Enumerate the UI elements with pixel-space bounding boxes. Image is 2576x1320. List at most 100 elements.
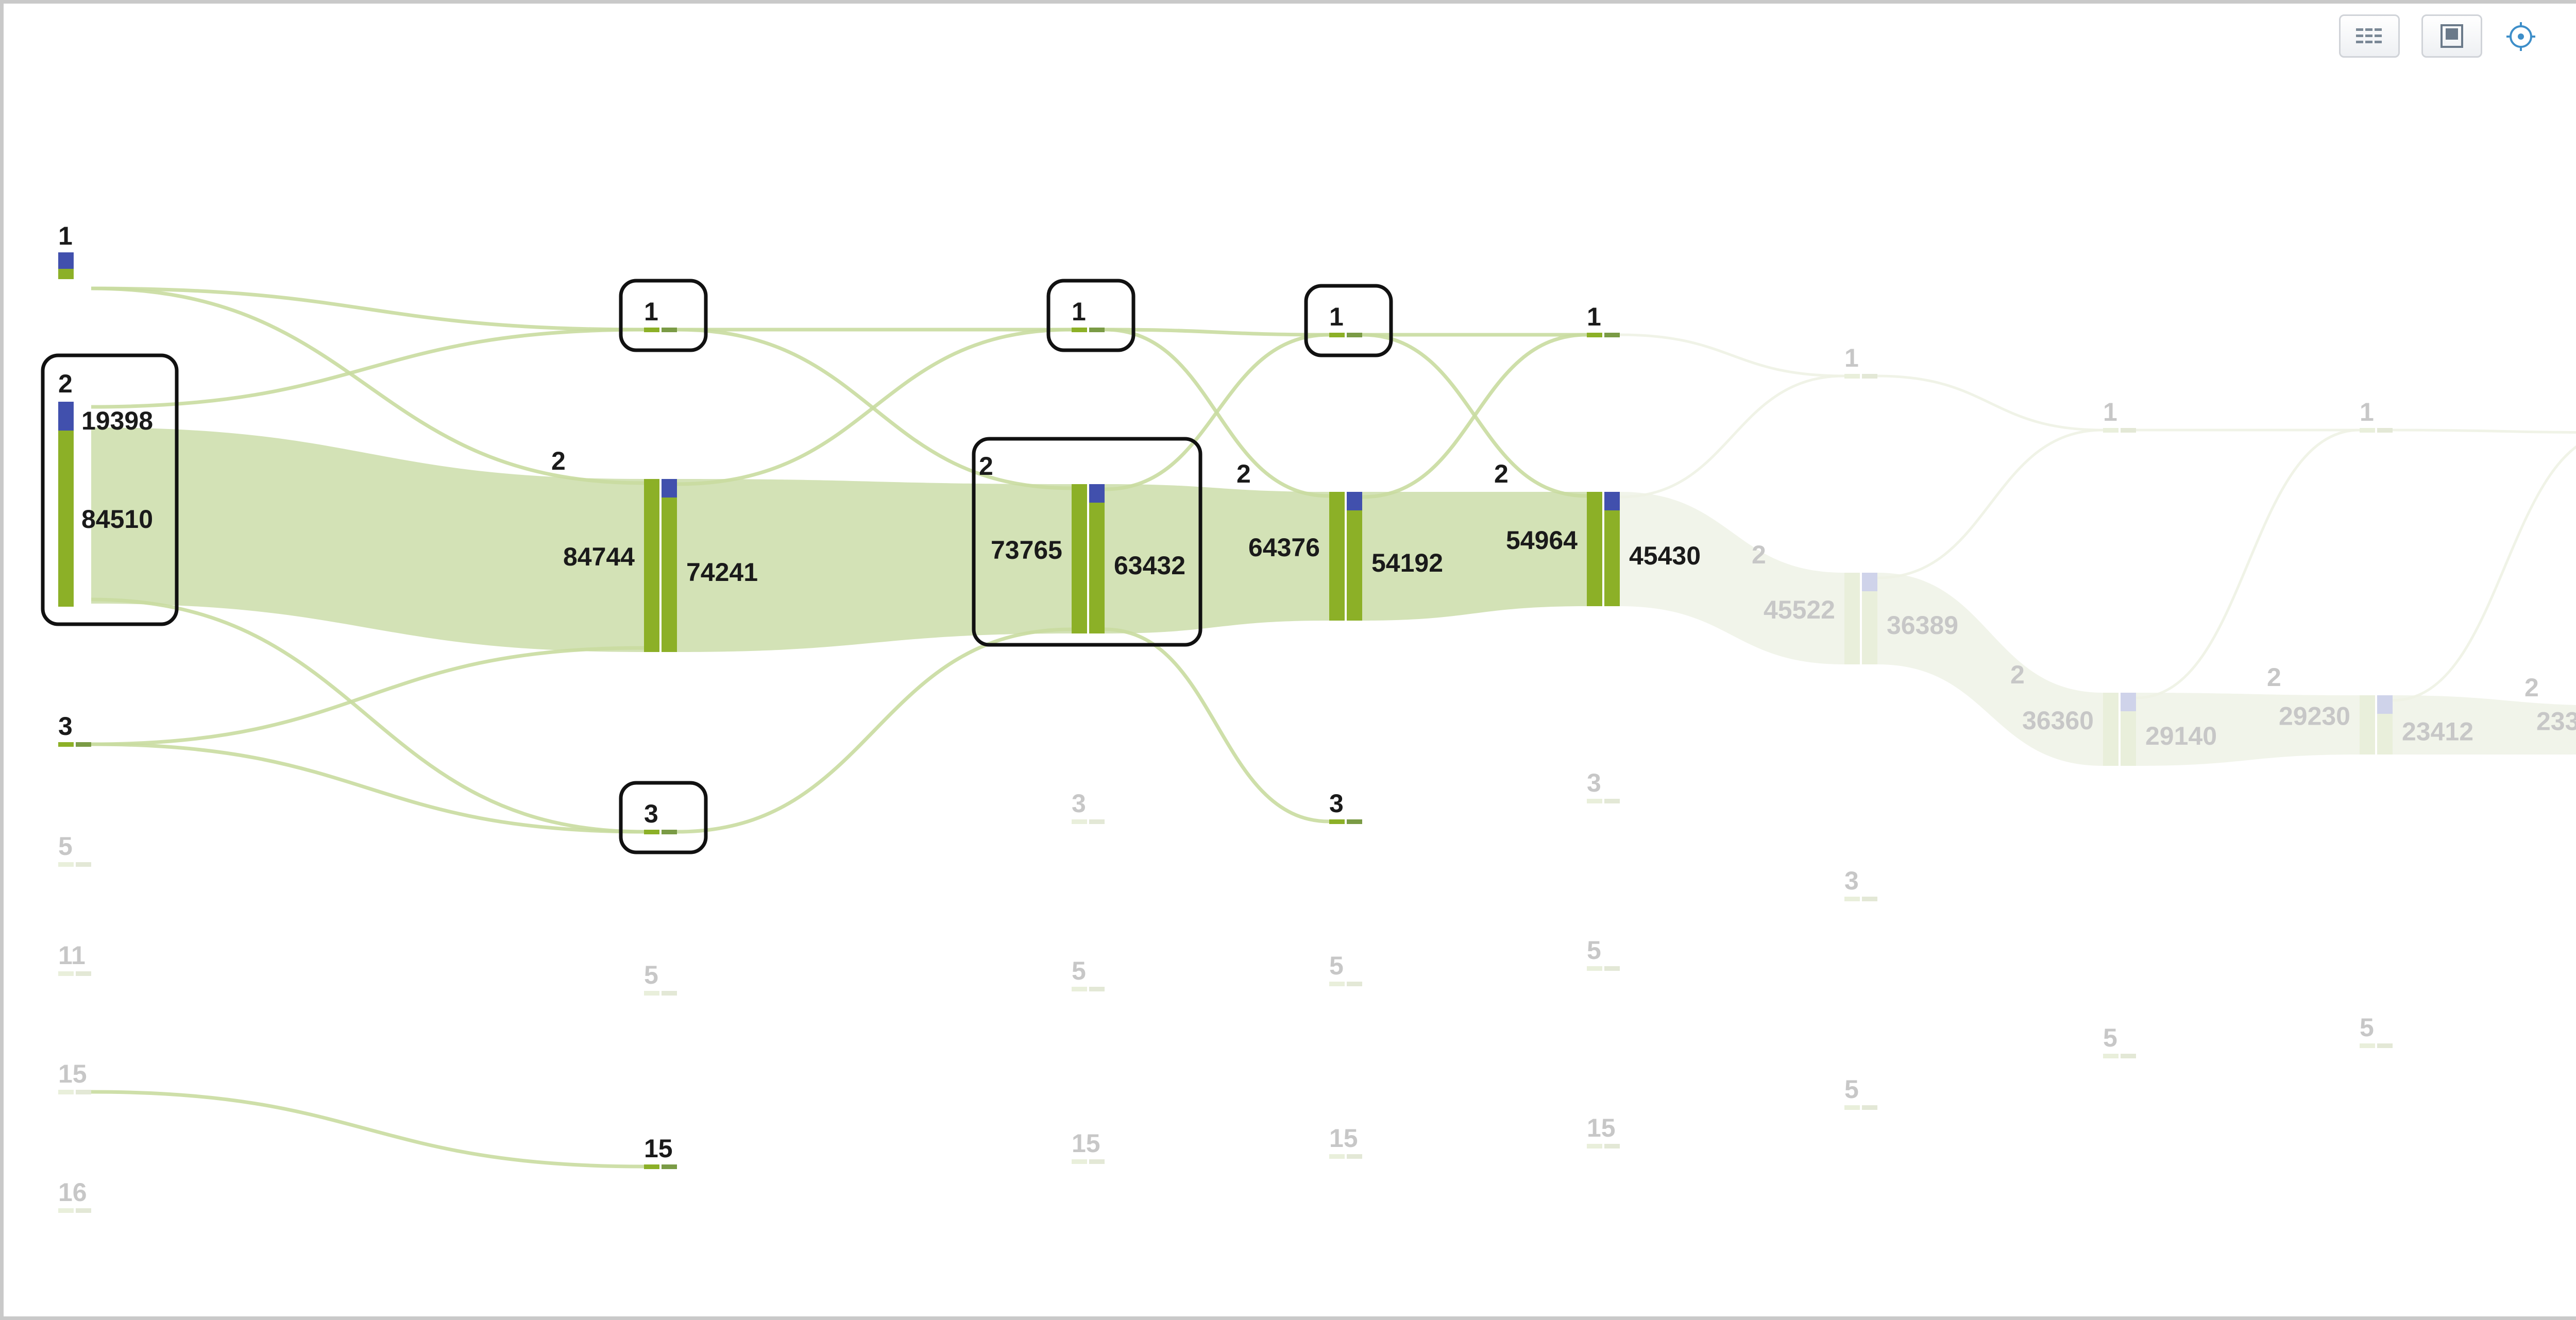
node-bar-c4-3[interactable]: [1587, 799, 1602, 803]
node-bar-c1-1[interactable]: [644, 328, 659, 332]
node-bar-drop-c4-2[interactable]: [1604, 492, 1620, 510]
node-bar-c4-15[interactable]: [1587, 1144, 1602, 1148]
link-c2-1-c3-1[interactable]: [1104, 328, 1330, 337]
node-bar-out-c0-16[interactable]: [76, 1208, 91, 1213]
node-bar-out-c2-3[interactable]: [1089, 819, 1105, 824]
link-c7-2-c8-1[interactable]: [2392, 433, 2576, 702]
node-bar-c4-5[interactable]: [1587, 966, 1602, 971]
node-bar-out-c1-2[interactable]: [662, 498, 677, 652]
node-bar-out-c4-1[interactable]: [1604, 333, 1620, 337]
link-c5-1-c6-1[interactable]: [1877, 374, 2104, 432]
node-bar-in-c4-2[interactable]: [1587, 492, 1602, 606]
node-bar-out-c2-2[interactable]: [1089, 503, 1105, 633]
node-bar-c7-5[interactable]: [2360, 1043, 2375, 1048]
node-bar-c1-3[interactable]: [644, 830, 659, 834]
target-button[interactable]: [2488, 14, 2549, 58]
node-bar-out-c7-2[interactable]: [2377, 714, 2393, 755]
node-bar-out-c4-3[interactable]: [1604, 799, 1620, 803]
node-bar-out-c3-15[interactable]: [1347, 1154, 1362, 1159]
node-bar-c0-11[interactable]: [58, 971, 74, 976]
node-bar-c5-3[interactable]: [1844, 897, 1860, 901]
link-c5-2-c6-1[interactable]: [1877, 428, 2104, 579]
node-bar-out-c3-3[interactable]: [1347, 819, 1362, 824]
node-bar-c3-15[interactable]: [1329, 1154, 1345, 1159]
node-bar-c5-5[interactable]: [1844, 1105, 1860, 1110]
node-bar-out-c4-15[interactable]: [1604, 1144, 1620, 1148]
link-c3-2-c4-2[interactable]: [1362, 492, 1587, 621]
node-bar-drop-c5-2[interactable]: [1862, 573, 1877, 591]
node-bar-c4-1[interactable]: [1587, 333, 1602, 337]
link-c7-2-c8-2[interactable]: [2393, 695, 2576, 755]
node-bar-in-c2-2[interactable]: [1072, 484, 1087, 633]
node-bar-c0-5[interactable]: [58, 862, 74, 867]
node-bar-out-c3-5[interactable]: [1347, 982, 1362, 986]
link-c2-2-c3-1[interactable]: [1104, 333, 1330, 491]
node-bar-out-c5-2[interactable]: [1862, 591, 1877, 664]
node-bar-out-c0-15[interactable]: [76, 1090, 91, 1094]
link-c4-2-c5-1[interactable]: [1619, 374, 1845, 499]
link-c6-2-c7-1[interactable]: [2136, 428, 2360, 699]
node-bar-drop-c1-2[interactable]: [662, 479, 677, 498]
node-bar-c6-1[interactable]: [2103, 428, 2119, 433]
node-bar-c3-1[interactable]: [1329, 333, 1345, 337]
node-bar-out-c5-5[interactable]: [1862, 1105, 1877, 1110]
node-bar-out-c1-1[interactable]: [662, 328, 677, 332]
node-bar-out-c0-5[interactable]: [76, 862, 91, 867]
node-bar-in-c5-2[interactable]: [1844, 573, 1860, 664]
node-bar-out-c1-15[interactable]: [662, 1164, 677, 1169]
node-bar-out-c4-2[interactable]: [1604, 510, 1620, 606]
node-bar-out-c5-3[interactable]: [1862, 897, 1877, 901]
link-c0-3-c1-3[interactable]: [91, 742, 645, 834]
node-bar-c2-15[interactable]: [1072, 1159, 1087, 1164]
link-c1-2-c2-1[interactable]: [676, 328, 1072, 486]
node-bar-in-c6-2[interactable]: [2103, 693, 2119, 766]
node-bar-c7-1[interactable]: [2360, 428, 2375, 433]
node-bar-drop-c0-2[interactable]: [58, 402, 74, 431]
node-bar-c0-1[interactable]: [58, 269, 74, 279]
node-bar-out-c3-2[interactable]: [1347, 510, 1362, 621]
node-bar-in-c1-2[interactable]: [644, 479, 659, 652]
link-c0-2-c1-3[interactable]: [91, 597, 645, 834]
link-c2-2-c3-3[interactable]: [1104, 627, 1330, 824]
node-bar-c1-15[interactable]: [644, 1164, 659, 1169]
node-bar-c0-15[interactable]: [58, 1090, 74, 1094]
node-bar-c2-3[interactable]: [1072, 819, 1087, 824]
node-bar-in-c7-2[interactable]: [2360, 695, 2375, 755]
link-c0-15-c1-15[interactable]: [91, 1090, 645, 1169]
link-c0-2-c1-1[interactable]: [91, 328, 645, 409]
link-c0-1-c1-2[interactable]: [91, 286, 645, 485]
node-bar-out-c1-5[interactable]: [662, 991, 677, 996]
restore-button[interactable]: [2421, 14, 2482, 58]
node-bar-c2-1[interactable]: [1072, 328, 1087, 332]
node-bar-c0-3[interactable]: [58, 742, 74, 747]
link-c3-2-c4-1[interactable]: [1362, 333, 1587, 499]
data-view-button[interactable]: [2339, 14, 2400, 58]
node-bar-out-c2-15[interactable]: [1089, 1159, 1105, 1164]
link-c2-2-c3-2[interactable]: [1105, 484, 1329, 633]
node-bar-out-c6-2[interactable]: [2121, 711, 2136, 766]
node-bar-c1-5[interactable]: [644, 991, 659, 996]
node-bar-out-c3-1[interactable]: [1347, 333, 1362, 337]
node-bar-out-c6-1[interactable]: [2121, 428, 2136, 433]
link-c0-3-c1-2[interactable]: [91, 646, 645, 746]
node-bar-c0-16[interactable]: [58, 1208, 74, 1213]
node-bar-out-c5-1[interactable]: [1862, 374, 1877, 379]
node-bar-c3-3[interactable]: [1329, 819, 1345, 824]
link-c1-3-c2-2[interactable]: [676, 627, 1072, 834]
node-bar-out-c2-1[interactable]: [1089, 328, 1105, 332]
link-c7-1-c8-1[interactable]: [2392, 428, 2576, 434]
node-bar-c2-5[interactable]: [1072, 987, 1087, 991]
node-bar-in-c3-2[interactable]: [1329, 492, 1345, 621]
node-bar-drop-c7-2[interactable]: [2377, 695, 2393, 714]
node-bar-out-c4-5[interactable]: [1604, 966, 1620, 971]
node-bar-out-c6-5[interactable]: [2121, 1054, 2136, 1058]
node-bar-out-c0-11[interactable]: [76, 971, 91, 976]
link-c0-2-c1-2[interactable]: [91, 427, 644, 652]
node-bar-out-c1-3[interactable]: [662, 830, 677, 834]
node-bar-out-c7-1[interactable]: [2377, 428, 2393, 433]
link-c4-2-c5-2[interactable]: [1620, 492, 1844, 664]
node-bar-c3-5[interactable]: [1329, 982, 1345, 986]
node-bar-c6-5[interactable]: [2103, 1054, 2119, 1058]
link-c4-1-c5-1[interactable]: [1619, 333, 1845, 378]
node-bar-c5-1[interactable]: [1844, 374, 1860, 379]
